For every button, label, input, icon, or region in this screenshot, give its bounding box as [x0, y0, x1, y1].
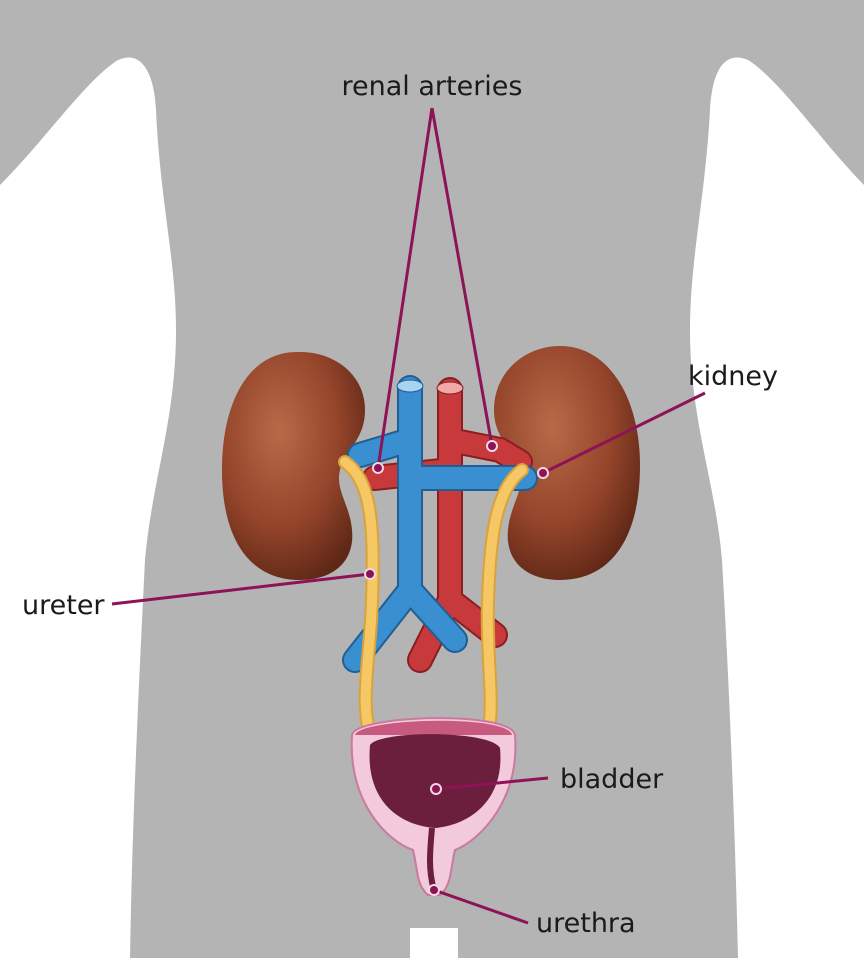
- label-ureter: ureter: [22, 590, 105, 621]
- left-kidney: [222, 351, 365, 580]
- leader-urethra: [428, 884, 529, 925]
- label-kidney: kidney: [688, 361, 778, 392]
- bladder: [350, 717, 517, 896]
- label-bladder: bladder: [560, 764, 664, 795]
- label-renal-arteries: renal arteries: [342, 71, 523, 102]
- leader-ureter: [111, 568, 376, 606]
- right-kidney: [494, 346, 640, 580]
- label-urethra: urethra: [536, 908, 636, 939]
- leader-renal-arteries: [372, 107, 498, 474]
- leader-kidney: [537, 391, 706, 479]
- vena-cava: [342, 375, 538, 673]
- leader-bladder: [430, 776, 549, 795]
- ureters: [338, 455, 529, 742]
